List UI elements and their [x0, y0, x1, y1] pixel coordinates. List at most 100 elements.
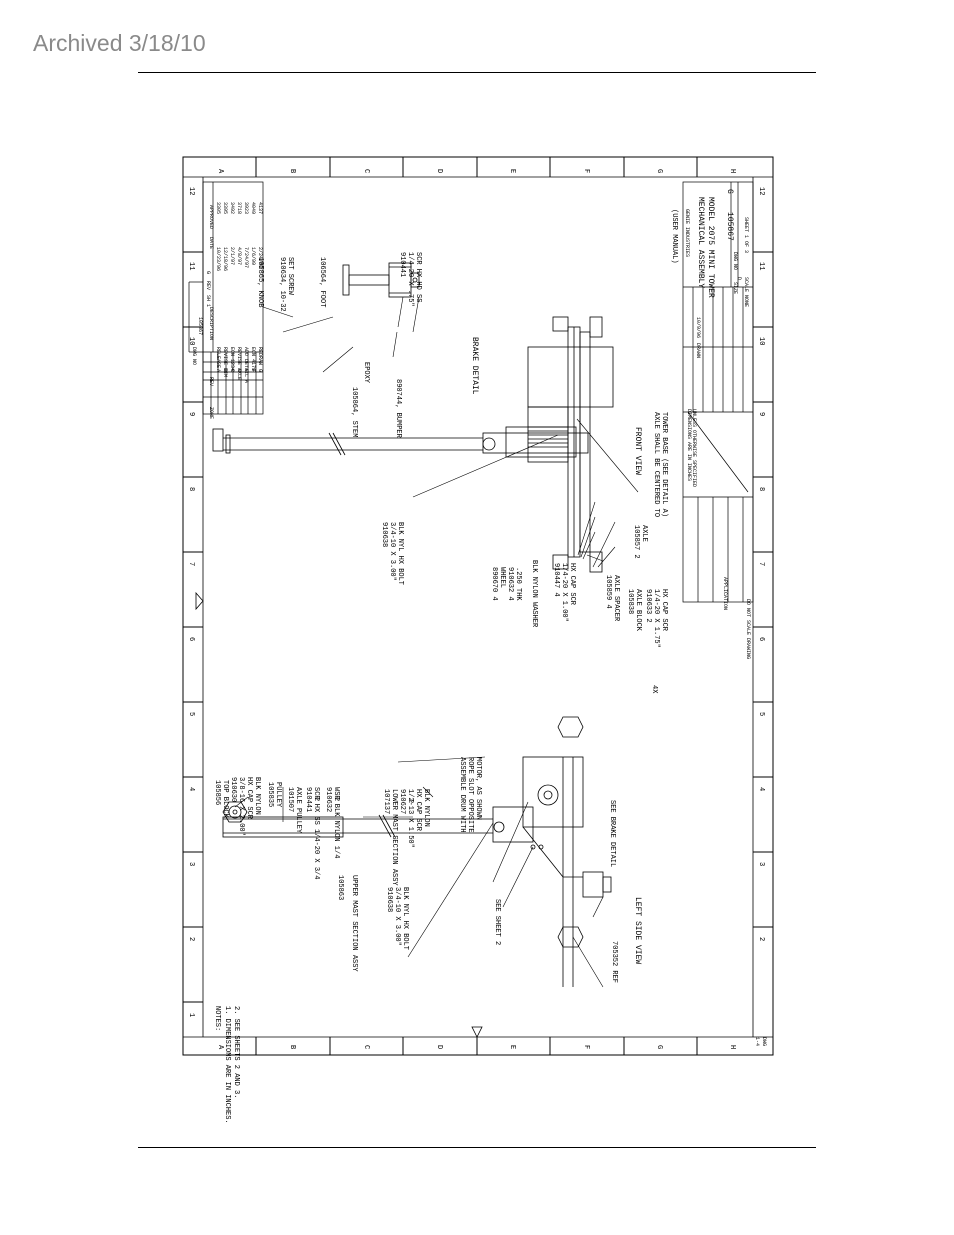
- callout-lower-mast: 107137: [382, 789, 390, 814]
- rev-letter-label: REV: [205, 281, 211, 290]
- callout-lower-mast: LOWER MAST SECTION ASSY: [390, 789, 398, 886]
- callout-epoxy: EPOXY: [362, 362, 370, 384]
- callout-drum-note: MOTOR, AS SHOWN: [474, 757, 482, 820]
- rev-row-letter: G: [257, 369, 263, 372]
- callout-knob: 105865, KNOB: [256, 257, 264, 307]
- title-sheet: SHEET 1 OF 3: [743, 217, 749, 253]
- zone-number: 4: [187, 787, 195, 791]
- notes-block: NOTES: 1. DIMENSIONS ARE IN INCHES. 2. S…: [213, 1006, 240, 1124]
- callout-ref: 705352 REF: [610, 941, 618, 983]
- callout-pulley-screw: 910441: [304, 787, 312, 812]
- rev-letter: G: [205, 271, 211, 274]
- rev-row-approved: 3923: [243, 202, 249, 214]
- callout-upper-mast: UPPER MAST SECTION ASSY: [350, 875, 358, 972]
- corner-tag-line: DWG: [761, 1037, 767, 1046]
- rev-row-approved: 3305: [215, 202, 221, 214]
- title-dwg-label: DWG NO: [732, 252, 738, 270]
- callout-top-block: 105856: [213, 780, 221, 805]
- callout-bolt-left: 910638: [385, 887, 393, 912]
- title-rev: G: [725, 189, 734, 194]
- leader-lines: [234, 296, 639, 988]
- view-titles: LEFT SIDE VIEW FRONT VIEW BRAKE DETAIL: [470, 337, 642, 964]
- left-side-callouts: 105856 TOP BLOCK 910630 3/8-16 X 2.00" H…: [213, 757, 618, 983]
- callout-pulley-washer: 2: [332, 797, 340, 801]
- revision-block: DWG NO 105867 SH 1 REV G ZONE REV DESCRI…: [188, 181, 264, 419]
- callout-lower-mast-screw: BLK NYLON: [422, 789, 430, 827]
- revision-rows: A RELEASE 10/23/96 3305 B REVISE DIM 12/…: [215, 202, 263, 383]
- brake-detail-callouts: 105865, KNOB 910634, 10-32 SET SCREW 106…: [256, 252, 422, 439]
- callout-drum-note: ASSEMBLE DRUM WITH: [458, 757, 466, 833]
- rev-row-approved: 4137: [257, 202, 263, 214]
- title-size-label: SIZE: [732, 282, 738, 294]
- zone-number: 10: [187, 337, 195, 345]
- callout-lower-mast-screw: 910627: [398, 789, 406, 814]
- callout-stem: 105864, STEM: [350, 387, 358, 437]
- callout-pulley-screw: 2: [312, 797, 320, 801]
- callout-cap-screw: 1/4-20 X 1.00": [560, 563, 568, 622]
- title-company: GENIE INDUSTRIES: [684, 209, 690, 257]
- zone-letter: D: [435, 1045, 443, 1049]
- rev-row-date: 2/1/97: [229, 247, 235, 265]
- rev-row-desc: REDRAW: [257, 347, 263, 365]
- zone-number: 6: [757, 637, 765, 641]
- rev-sheet-label: SH 1: [205, 295, 211, 307]
- zone-number: 7: [757, 562, 765, 566]
- zone-number: 12: [187, 187, 195, 195]
- rev-header-rev: REV: [208, 377, 214, 386]
- front-view-callouts: 910638 3/4-10 X 3.00" BLK NYL HX BOLT 89…: [380, 412, 668, 694]
- callout-bolt-front: BLK NYL HX BOLT: [396, 522, 404, 585]
- drawing-svg: A B C D E F G H A B C D E F G H 12 11 10…: [182, 156, 774, 1124]
- zone-letter: G: [655, 1045, 663, 1049]
- zone-letter: C: [362, 1045, 370, 1049]
- zone-letters-top: A B C D E F G H: [216, 169, 736, 174]
- callout-bolt-left: BLK NYL HX BOLT: [401, 887, 409, 950]
- zone-letter: H: [728, 1045, 736, 1049]
- title-scale: SCALE NONE: [743, 277, 749, 307]
- rev-row-approved: 4049: [250, 202, 256, 214]
- zone-number: 2: [757, 937, 765, 941]
- callout-axle-block: 4X: [650, 685, 658, 694]
- title-application: APPLICATION: [722, 577, 728, 610]
- callout-brake-screw: 910441: [398, 252, 406, 277]
- left-side-view-drawing: [222, 716, 612, 987]
- callout-axle-pulley: AXLE PULLEY: [294, 787, 302, 834]
- zone-number: 3: [187, 862, 195, 866]
- zone-letter: E: [508, 169, 516, 173]
- zone-letter: F: [582, 169, 590, 173]
- callout-lower-mast-screw: HX CAP SCR: [414, 789, 422, 832]
- zone-letter: F: [582, 1045, 590, 1049]
- rev-header-approved: APPROVED: [208, 205, 214, 229]
- title-size: D: [736, 277, 742, 280]
- rev-row-approved: 3395: [222, 202, 228, 214]
- engineering-drawing-sheet: A B C D E F G H A B C D E F G H 12 11 10…: [182, 156, 774, 1124]
- brake-detail-drawing: [342, 262, 420, 298]
- zone-number: 5: [187, 712, 195, 716]
- callout-axle-block: 1/4-20 X 1.75": [652, 589, 660, 648]
- rev-row-date: 10/23/96: [215, 247, 221, 271]
- zone-letters-bottom: A B C D E F G H: [216, 1045, 736, 1050]
- callout-axle-spacer: 105859 4: [604, 575, 612, 609]
- rev-row-letter: F: [250, 369, 256, 372]
- rev-row-date: 7/24/97: [243, 247, 249, 268]
- callout-knob: 910634, 10-32: [278, 257, 286, 312]
- callout-pulley-washer: 910632: [324, 787, 332, 812]
- rev-row-approved: 3492: [229, 202, 235, 214]
- zone-letter: H: [728, 169, 736, 173]
- callout-wheel: .250 THK: [514, 567, 522, 601]
- callout-axle: 105857 2: [632, 525, 640, 559]
- rev-row-letter: E: [243, 369, 249, 372]
- callout-cap-screw: HX CAP SCR: [568, 563, 576, 606]
- zone-number: 8: [757, 487, 765, 491]
- rev-header-date: DATE: [208, 237, 214, 249]
- rev-header-desc: DESCRIPTION: [208, 307, 214, 340]
- callout-axle-block: 105838: [626, 589, 634, 614]
- zone-number: 1: [187, 1013, 195, 1017]
- zone-letter: A: [216, 1045, 224, 1050]
- title-tolerance-2: UNLESS OTHERWISE SPECIFIED: [691, 409, 697, 487]
- callout-top-block-screw: HX CAP SCR: [245, 777, 253, 820]
- rev-row-date: 12/18/96: [222, 247, 228, 271]
- corner-tag: 1-4 DWG: [754, 1037, 767, 1046]
- zone-number: 4: [757, 787, 765, 791]
- callout-see-brake: SEE BRAKE DETAIL: [608, 800, 616, 867]
- zone-numbers-left: 12 11 10 9 8 7 6 5 4 3 2 1: [187, 187, 195, 1017]
